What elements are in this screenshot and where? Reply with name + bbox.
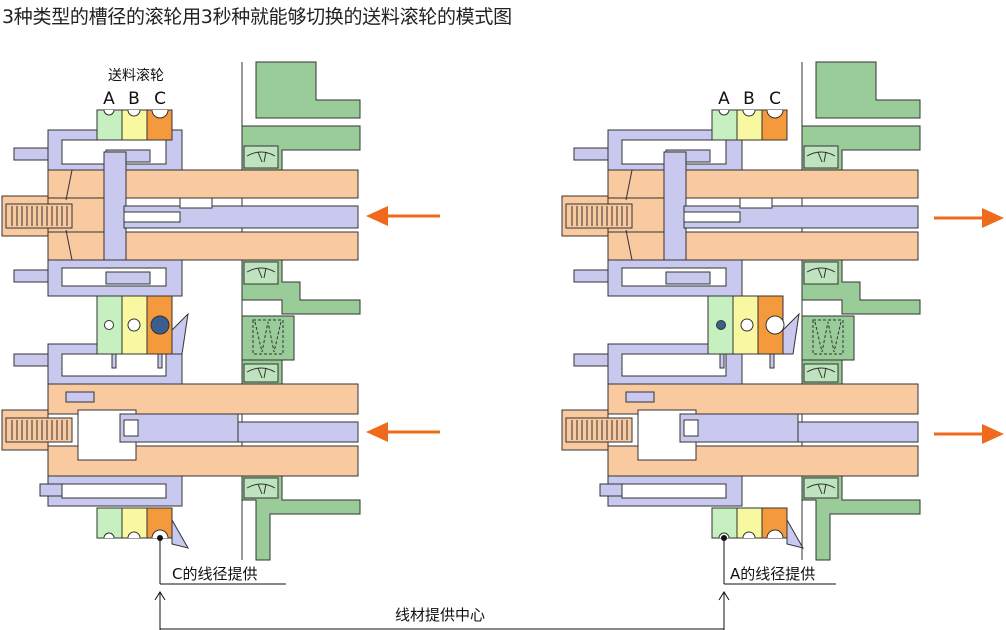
left-upper-slider: [1, 129, 359, 297]
left-top-rollers: [96, 109, 173, 141]
left-roller-letter-b: B: [128, 89, 140, 109]
left-roller-letter-c: C: [154, 89, 166, 109]
left-roller-label: 送料滚轮: [108, 67, 164, 84]
left-active-wire-marker: [150, 315, 170, 335]
right-lower-slider: [561, 343, 919, 507]
left-bottom-rollers: [96, 507, 190, 549]
right-upper-slider: [561, 129, 919, 297]
left-arrow-upper: [366, 206, 440, 226]
diagram-title: 3种类型的槽径的滚轮用3秒种就能够切换的送料滚轮的模式图: [2, 6, 512, 28]
right-top-rollers: [711, 109, 788, 141]
supply-center-connector: [154, 591, 730, 630]
right-arrow-lower: [934, 424, 1004, 444]
center-label: 线材提供中心: [395, 606, 485, 624]
right-roller-letter-b: B: [743, 89, 755, 109]
left-roller-letter-a: A: [103, 89, 115, 109]
right-roller-letter-a: A: [718, 89, 730, 109]
left-supply-callout: C的线径提供: [157, 535, 286, 585]
right-active-wire-marker: [716, 320, 726, 330]
right-arrow-upper: [934, 208, 1004, 228]
right-bottom-rollers: [711, 507, 805, 549]
left-supply-label: C的线径提供: [172, 565, 257, 583]
left-middle-rollers: [96, 295, 189, 369]
left-mechanism: 送料滚轮 A B C C的线径提供: [1, 61, 440, 585]
right-frame: [801, 61, 921, 561]
right-middle-rollers: [707, 295, 800, 369]
left-lower-slider: [1, 343, 359, 507]
right-supply-label: A的线径提供: [730, 565, 815, 583]
right-mechanism: A B C A的线径提供: [561, 61, 1004, 585]
right-supply-callout: A的线径提供: [721, 535, 836, 585]
left-arrow-lower: [366, 422, 440, 442]
left-frame: [241, 61, 361, 561]
right-roller-letter-c: C: [769, 89, 781, 109]
